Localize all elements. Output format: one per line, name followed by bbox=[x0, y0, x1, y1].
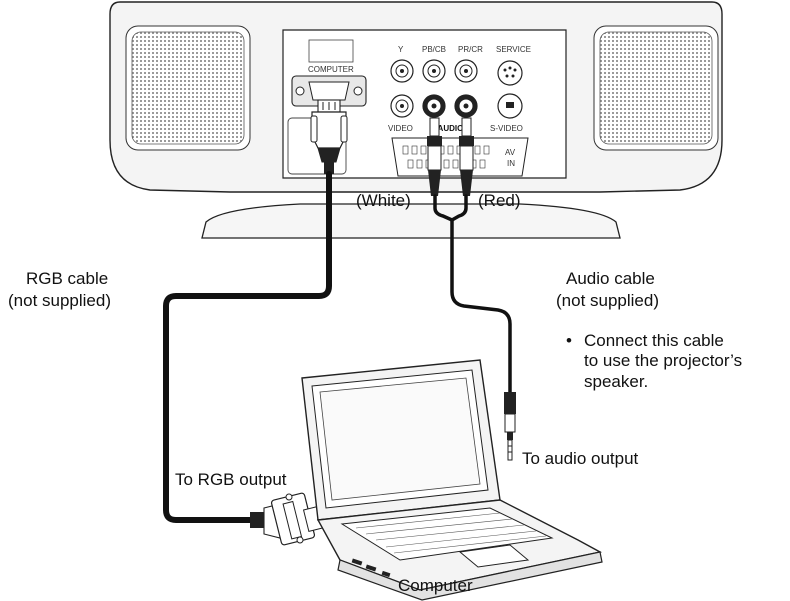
audio-cable-note: (not supplied) bbox=[556, 291, 659, 310]
pr-jack[interactable] bbox=[454, 59, 478, 83]
note-bullet: • bbox=[566, 331, 572, 350]
right-speaker-grille bbox=[593, 25, 719, 151]
computer-label: Computer bbox=[398, 576, 473, 595]
projector-stand bbox=[201, 203, 621, 239]
y-port-label: Y bbox=[398, 45, 404, 54]
service-port[interactable] bbox=[497, 60, 523, 86]
pb-port-label: PB/CB bbox=[422, 45, 446, 54]
audio-cable-label: Audio cable bbox=[566, 269, 655, 288]
service-port-label: SERVICE bbox=[496, 45, 531, 54]
projector: COMPUTER Y PB/CB PR/CR SERVICE bbox=[109, 1, 723, 239]
audio-mini-plug bbox=[504, 392, 516, 461]
rgb-cable-plug-projector bbox=[310, 99, 348, 174]
rgb-cable bbox=[163, 171, 332, 523]
audio-port-label: L-AUDIO-R bbox=[430, 124, 472, 133]
s-video-port-label: S-VIDEO bbox=[490, 124, 523, 133]
rgb-cable-plug-computer bbox=[250, 492, 324, 546]
white-plug-label: (White) bbox=[356, 191, 411, 210]
video-jack[interactable] bbox=[390, 94, 414, 118]
rgb-output-label: To RGB output bbox=[175, 470, 287, 489]
av-port-label: AV bbox=[505, 148, 516, 157]
audio-left-jack[interactable] bbox=[422, 94, 446, 118]
audio-right-jack[interactable] bbox=[454, 94, 478, 118]
rgb-cable-note: (not supplied) bbox=[8, 291, 111, 310]
audio-cable bbox=[433, 194, 512, 394]
note-line-3: speaker. bbox=[584, 372, 648, 391]
pr-port-label: PR/CR bbox=[458, 45, 483, 54]
rgb-cable-label: RGB cable bbox=[26, 269, 108, 288]
in-port-label: IN bbox=[507, 159, 515, 168]
red-plug-label: (Red) bbox=[478, 191, 521, 210]
note-line-1: Connect this cable bbox=[584, 331, 724, 350]
audio-output-label: To audio output bbox=[522, 449, 639, 468]
note-line-2: to use the projector’s bbox=[584, 351, 742, 370]
computer-port-label: COMPUTER bbox=[308, 65, 354, 74]
s-video-port[interactable] bbox=[497, 93, 523, 119]
terminal-panel: COMPUTER Y PB/CB PR/CR SERVICE bbox=[282, 29, 567, 179]
laptop-computer bbox=[301, 359, 603, 601]
y-jack[interactable] bbox=[390, 59, 414, 83]
audio-cable-plugs bbox=[427, 117, 474, 196]
pb-jack[interactable] bbox=[422, 59, 446, 83]
video-port-label: VIDEO bbox=[388, 124, 413, 133]
left-speaker-grille bbox=[125, 25, 251, 151]
